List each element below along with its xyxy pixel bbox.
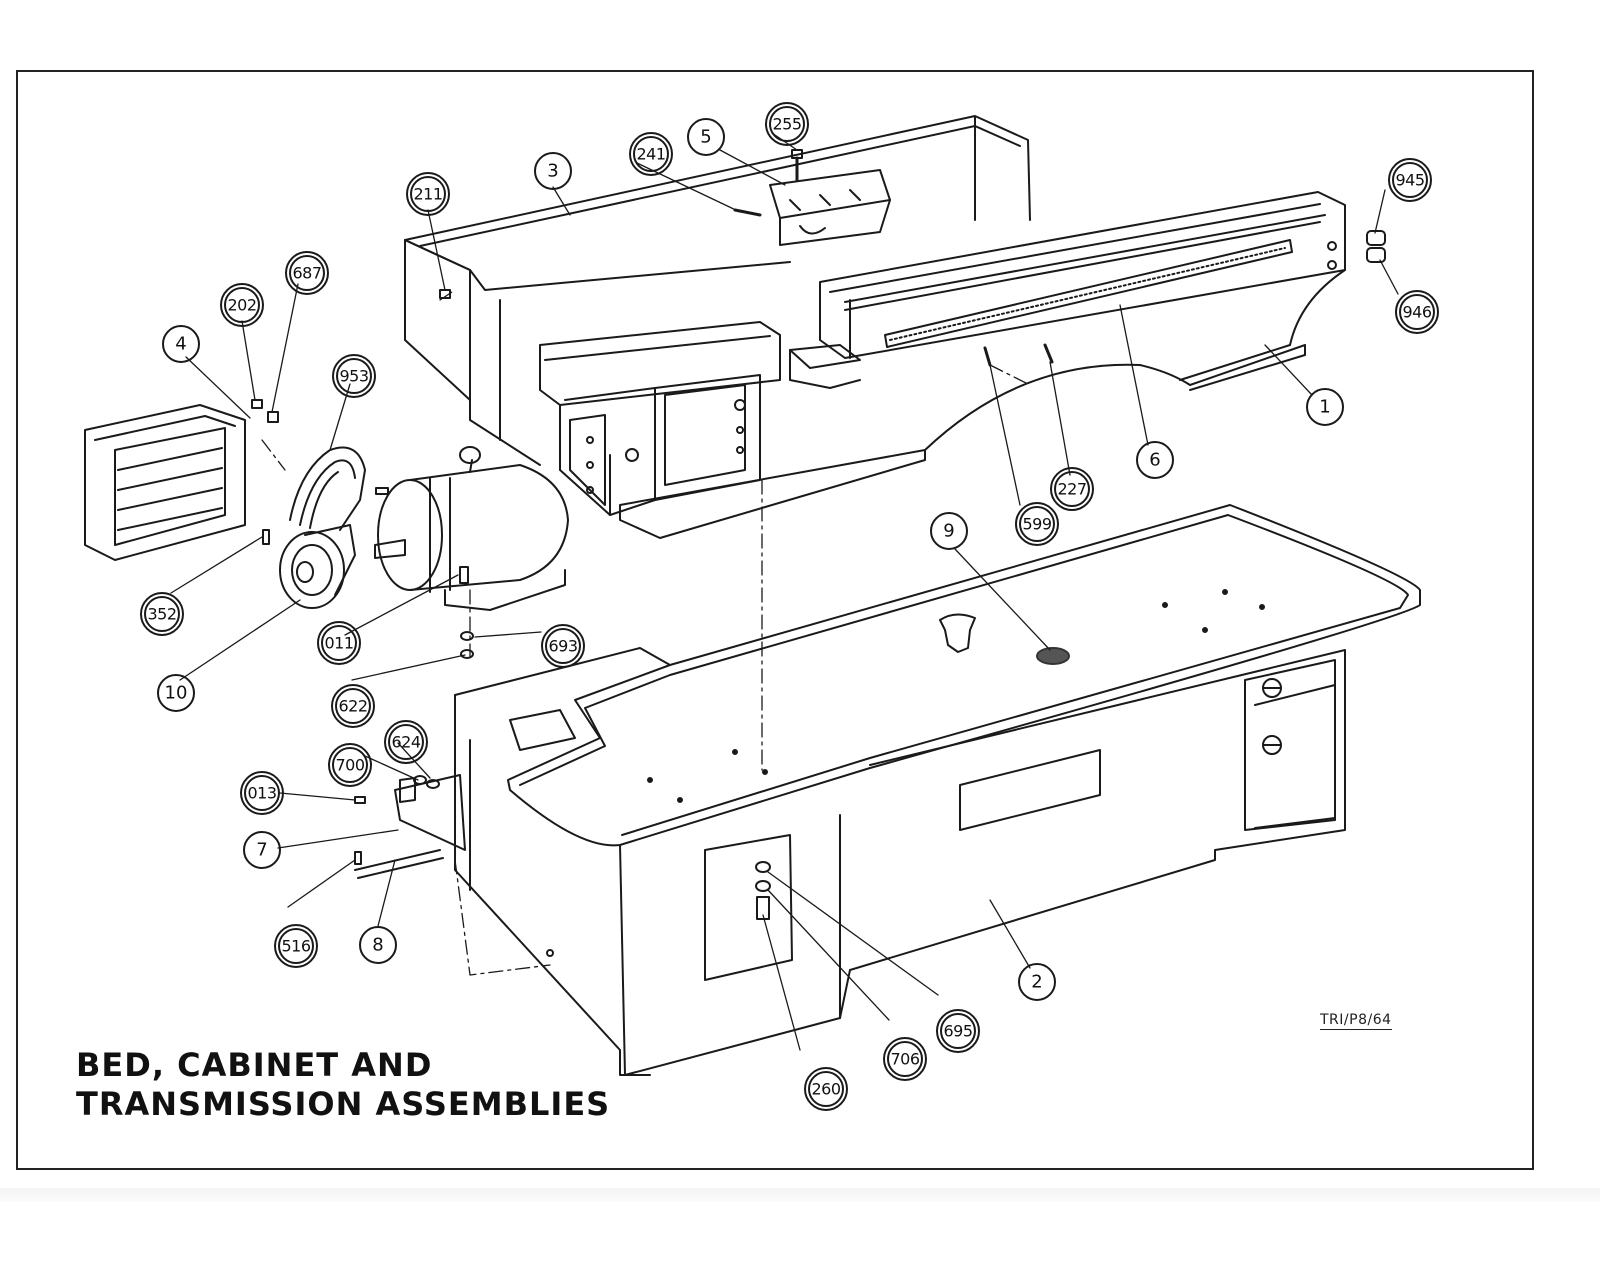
title-line-1: BED, CABINET AND xyxy=(76,1046,433,1084)
drawing-reference: TRI/P8/64 xyxy=(1320,1012,1392,1030)
callout-260: 260 xyxy=(804,1067,848,1111)
drawing-frame xyxy=(16,70,1534,1170)
svg-text:260: 260 xyxy=(811,1080,840,1099)
callout-4: 4 xyxy=(162,325,200,363)
svg-text:255: 255 xyxy=(772,115,801,134)
hardware xyxy=(251,149,1386,957)
callout-013: 013 xyxy=(240,771,284,815)
svg-text:946: 946 xyxy=(1402,303,1431,322)
svg-text:5: 5 xyxy=(700,127,711,148)
svg-text:7: 7 xyxy=(256,840,267,861)
svg-text:4: 4 xyxy=(175,334,186,355)
callout-10: 10 xyxy=(157,674,195,712)
callout-202: 202 xyxy=(220,283,264,327)
svg-text:227: 227 xyxy=(1057,480,1086,499)
svg-text:10: 10 xyxy=(165,683,188,704)
callout-693: 693 xyxy=(541,624,585,668)
callout-687: 687 xyxy=(285,251,329,295)
svg-text:8: 8 xyxy=(372,935,383,956)
callout-624: 624 xyxy=(384,720,428,764)
svg-text:241: 241 xyxy=(636,145,665,164)
part-5-saddle-block xyxy=(769,169,891,246)
callout-011: 011 xyxy=(317,621,361,665)
callout-1: 1 xyxy=(1306,388,1344,426)
title-line-2: TRANSMISSION ASSEMBLIES xyxy=(76,1085,611,1123)
leader-lines xyxy=(170,132,1399,1051)
scan-edge xyxy=(0,1188,1600,1202)
svg-text:011: 011 xyxy=(324,634,353,653)
svg-text:700: 700 xyxy=(335,756,364,775)
callout-3: 3 xyxy=(534,152,572,190)
callout-7: 7 xyxy=(243,831,281,869)
callout-706: 706 xyxy=(883,1037,927,1081)
svg-text:624: 624 xyxy=(391,733,420,752)
svg-text:6: 6 xyxy=(1149,450,1160,471)
callout-6: 6 xyxy=(1136,441,1174,479)
svg-text:352: 352 xyxy=(147,605,176,624)
callout-946: 946 xyxy=(1395,290,1439,334)
svg-text:9: 9 xyxy=(943,521,954,542)
part-7-bracket xyxy=(354,774,466,879)
callout-5: 5 xyxy=(687,118,725,156)
diagram-title: BED, CABINET AND TRANSMISSION ASSEMBLIES xyxy=(76,1046,610,1124)
callout-953: 953 xyxy=(332,354,376,398)
callout-227: 227 xyxy=(1050,467,1094,511)
motor xyxy=(374,446,569,611)
svg-text:687: 687 xyxy=(292,264,321,283)
part-1-bed xyxy=(539,191,1346,539)
svg-text:3: 3 xyxy=(547,161,558,182)
callout-352: 352 xyxy=(140,592,184,636)
svg-text:202: 202 xyxy=(227,296,256,315)
part-10-pulley xyxy=(279,446,366,609)
svg-text:622: 622 xyxy=(338,697,367,716)
svg-text:2: 2 xyxy=(1031,972,1042,993)
callout-2: 2 xyxy=(1018,963,1056,1001)
svg-text:211: 211 xyxy=(413,185,442,204)
svg-text:953: 953 xyxy=(339,367,368,386)
callout-255: 255 xyxy=(765,102,809,146)
callout-700: 700 xyxy=(328,743,372,787)
svg-text:706: 706 xyxy=(890,1050,919,1069)
callout-9: 9 xyxy=(930,512,968,550)
callout-945: 945 xyxy=(1388,158,1432,202)
svg-text:945: 945 xyxy=(1395,171,1424,190)
part-3-splash-guard xyxy=(404,115,1031,466)
callouts: 1 2 3 4 5 6 7 8 9 10 011 013 202 211 227… xyxy=(140,102,1439,1111)
callout-695: 695 xyxy=(936,1009,980,1053)
svg-text:1: 1 xyxy=(1319,397,1330,418)
callout-516: 516 xyxy=(274,924,318,968)
svg-text:516: 516 xyxy=(281,937,310,956)
svg-text:599: 599 xyxy=(1022,515,1051,534)
callout-241: 241 xyxy=(629,132,673,176)
part-2-cabinet xyxy=(454,504,1421,1076)
callout-622: 622 xyxy=(331,684,375,728)
part-4-belt-guard xyxy=(84,404,246,561)
svg-text:695: 695 xyxy=(943,1022,972,1041)
callout-599: 599 xyxy=(1015,502,1059,546)
svg-text:693: 693 xyxy=(548,637,577,656)
center-lines xyxy=(261,289,1031,976)
svg-text:013: 013 xyxy=(247,784,276,803)
callout-211: 211 xyxy=(406,172,450,216)
callout-8: 8 xyxy=(359,926,397,964)
